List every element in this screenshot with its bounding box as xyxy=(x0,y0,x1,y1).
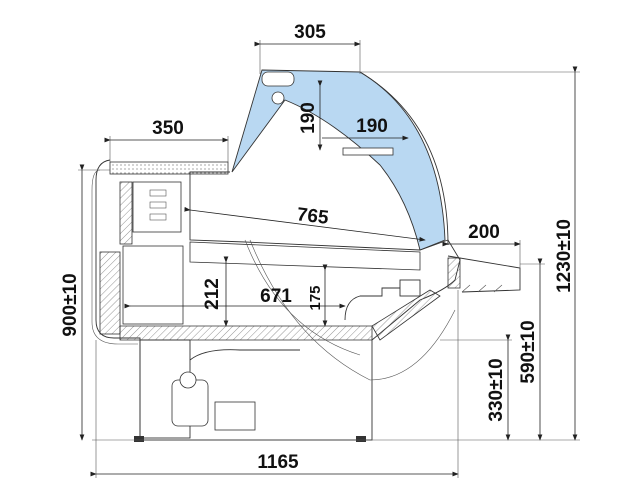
cabinet-back-outline xyxy=(91,169,138,345)
dim-top-width: 305 xyxy=(294,22,326,43)
dim-well-depth: 212 xyxy=(202,278,223,310)
dim-front-shelf: 200 xyxy=(468,222,500,243)
front-bracket xyxy=(447,257,461,289)
shelf-ribs xyxy=(461,284,503,293)
drain-pipe xyxy=(344,287,400,321)
box-slot-3 xyxy=(149,213,167,221)
dim-shelf-height: 590±10 xyxy=(518,320,539,383)
condenser xyxy=(214,401,256,431)
foot-left xyxy=(134,436,144,442)
dim-lamp-drop: 190 xyxy=(298,102,319,134)
condenser-fan-icon xyxy=(179,371,197,389)
dim-base-height: 330±10 xyxy=(486,358,507,421)
swing-arc-1 xyxy=(249,239,456,381)
foot-right xyxy=(356,436,366,442)
glass-canopy xyxy=(231,69,446,251)
side-panel-hatch xyxy=(99,251,121,335)
shelf-lamp xyxy=(342,147,394,156)
dim-total-height: 1230±10 xyxy=(554,219,575,293)
box-slot-2 xyxy=(149,201,167,209)
lamp-housing xyxy=(261,71,295,87)
drain-trap xyxy=(399,279,421,297)
dim-total-width: 1165 xyxy=(257,452,299,473)
front-slope-hatch xyxy=(371,289,441,341)
dim-counter-height: 900±10 xyxy=(60,273,81,336)
dim-diagonal: 765 xyxy=(296,204,330,229)
worktop xyxy=(109,161,229,175)
display-bed-hatch xyxy=(119,325,373,341)
dim-counter-width: 350 xyxy=(152,118,184,139)
evaporator xyxy=(122,245,184,325)
dim-inner-depth: 671 xyxy=(260,286,292,307)
swing-arc-2 xyxy=(244,239,361,356)
glass-front-pane xyxy=(359,71,449,246)
dim-line-diagonal xyxy=(184,206,426,242)
lamp-icon xyxy=(271,91,285,105)
box-slot-1 xyxy=(149,189,167,197)
front-shelf xyxy=(447,255,521,293)
dim-base-offset: 175 xyxy=(307,285,324,310)
display-tray xyxy=(189,241,421,271)
storage-box xyxy=(132,181,182,233)
back-panel-hatch xyxy=(119,181,133,245)
dim-glass-reach: 190 xyxy=(356,116,388,137)
base-curve xyxy=(189,349,300,361)
